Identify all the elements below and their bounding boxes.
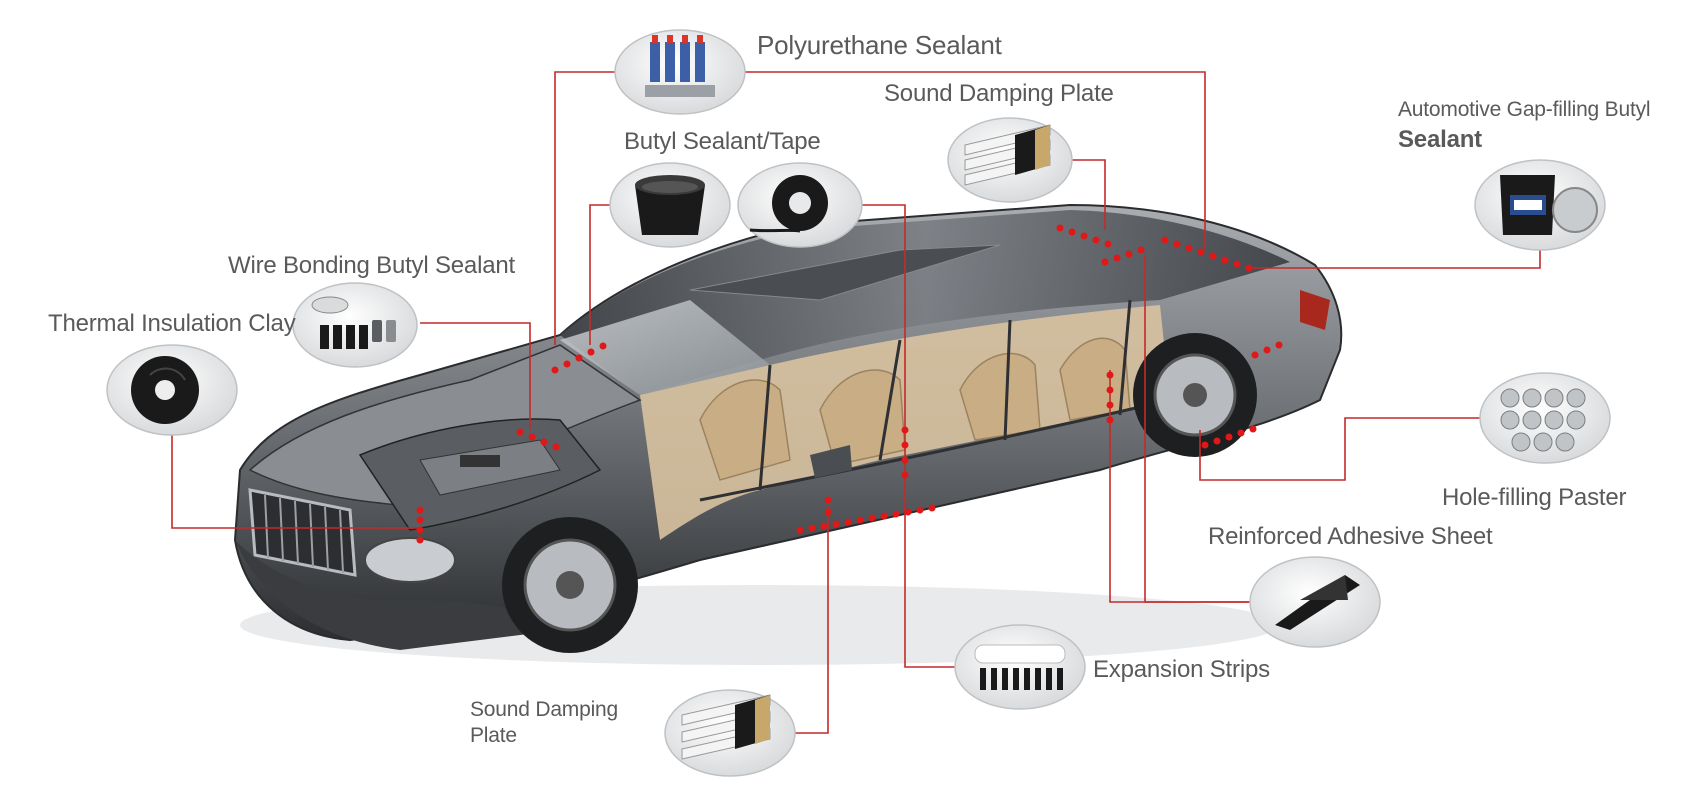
car-grille [248,488,357,577]
label-sound-damping-plate-top: Sound Damping Plate [884,80,1114,107]
label-thermal-insulation-clay: Thermal Insulation Clay [48,310,296,337]
label-butyl-sealant-tape: Butyl Sealant/Tape [624,128,821,155]
dots-windshield [551,342,607,374]
label-expansion-strips: Expansion Strips [1093,656,1270,683]
dots-engine [416,506,424,544]
line-polyurethane-right [745,71,1206,250]
car-sunroof [689,244,1001,301]
dots-sill [796,504,936,534]
line-butyl-tape [860,204,906,470]
label-wire-bonding-butyl-sealant: Wire Bonding Butyl Sealant [228,252,515,279]
car-headlight [364,537,456,583]
tape-roll-icon [749,175,828,233]
sealant-strips-icon [311,296,396,349]
marker-dots [416,224,1283,544]
line-hole-filling [1199,417,1480,481]
dots-cowl [516,428,560,451]
thumbnail-butyl-tape [737,162,863,248]
damping-plates-icon [964,124,1051,186]
label-hole-filling-paster: Hole-filling Paster [1442,484,1627,511]
label-reinforced-adhesive-sheet: Reinforced Adhesive Sheet [1208,523,1493,550]
car-rear-wheel [1133,333,1257,457]
expansion-strips-icon [974,644,1066,690]
dots-b-pillar [901,426,909,479]
label-sound-damping-bottom-line1: Sound Damping [470,698,618,721]
paster-discs-icon [1500,388,1586,452]
sealant-tubes-icon [645,35,715,97]
adhesive-sheet-icon [1275,575,1360,630]
dots-c-pillar [1106,371,1114,424]
sealant-bucket-icon [635,175,705,235]
thumbnail-expansion-strips [954,624,1086,710]
line-thermal [171,430,420,529]
thumbnail-butyl-bucket [609,162,731,248]
car-mirror [810,445,852,478]
line-sound-damping-bottom [795,505,829,734]
car-bumper [235,540,560,650]
line-sound-damping-top [1065,159,1106,230]
thumbnail-wire-bonding [292,282,418,368]
thumbnail-polyurethane-sealant [614,29,746,115]
clay-roll-icon [131,356,199,424]
damping-plates-icon [681,694,771,760]
thumbnail-thermal-insulation [106,344,238,436]
line-reinforced-2 [1144,255,1250,603]
label-polyurethane-sealant: Polyurethane Sealant [757,30,1002,60]
sealant-drum-icon [1500,175,1598,235]
line-polyurethane-left [554,71,620,345]
line-wire-bonding [420,322,531,430]
car-front-wheel [502,517,638,653]
dots-roof-rear [1161,236,1253,272]
car-door-lines [699,299,1171,502]
thumbnail-reinforced-adhesive [1249,556,1381,648]
thumbnail-gap-filling-butyl [1474,159,1606,251]
label-gap-filling-line2: Sealant [1398,126,1482,153]
label-sound-damping-bottom-line2: Plate [470,724,517,747]
line-gap-filling [1245,250,1541,269]
dots-roof-front [1056,224,1112,248]
line-expansion [904,470,955,668]
line-butyl-bucket [589,204,612,345]
label-gap-filling-line1: Automotive Gap-filling Butyl [1398,98,1651,121]
thumbnail-hole-filling-paster [1479,372,1611,464]
dots-rear-arch [1201,341,1283,449]
dots-front-door [824,496,832,516]
leader-lines [171,71,1541,734]
thumbnail-sound-damping-bottom [664,689,796,777]
car-engine [358,418,602,531]
car-windshield [560,300,770,395]
car-taillight [1300,290,1330,330]
thumbnail-sound-damping-top [947,117,1073,203]
dots-roof-cross [1101,246,1145,266]
